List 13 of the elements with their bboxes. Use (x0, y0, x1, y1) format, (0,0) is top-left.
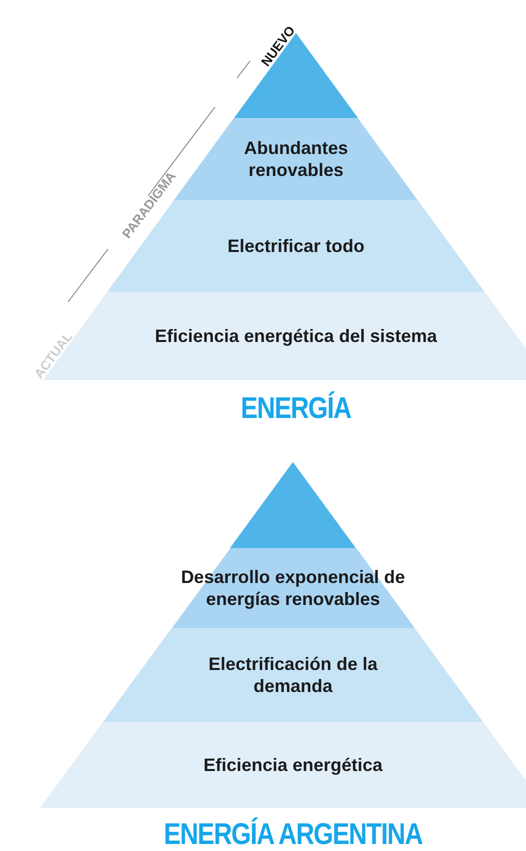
tier-label: Electrificación de la demanda (207, 652, 379, 698)
pyramid-title: ENERGÍA ARGENTINA (164, 818, 422, 851)
pyramid-title: ENERGÍA (240, 392, 351, 426)
tier-label: Electrificar todo (227, 234, 364, 258)
tier-label: Desarrollo exponencial de energías renovables (180, 566, 406, 610)
pyramid-apex (230, 462, 356, 548)
pyramid-tier (40, 722, 526, 808)
pyramid-tier (102, 628, 484, 722)
tier-label: Eficiencia energética del sistema (154, 324, 438, 348)
tier-label: Abundantes renovables (242, 136, 349, 182)
tier-label: Eficiencia energética (203, 754, 383, 776)
pyramid-tier (174, 118, 418, 200)
pyramid-tier (172, 548, 414, 628)
